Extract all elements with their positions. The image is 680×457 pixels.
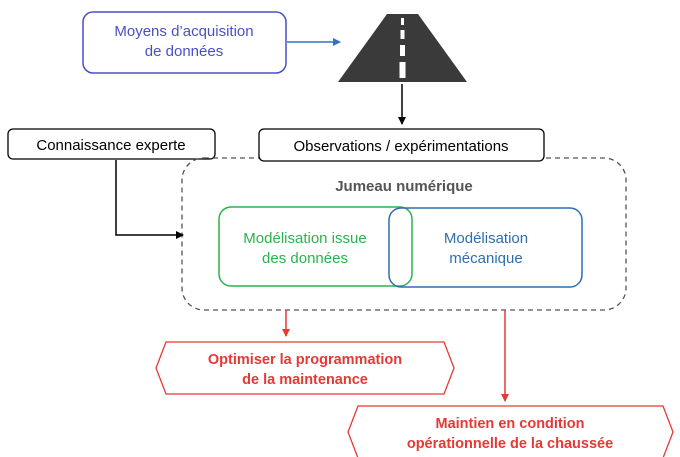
arrow-expert-to-twin <box>115 160 184 239</box>
observations-label: Observations / expérimentations <box>293 138 508 155</box>
maintain-condition-box: Maintien en condition opérationnelle de … <box>347 405 674 457</box>
maintain-label-line1: Maintien en condition <box>435 416 584 432</box>
acquisition-label-line2: de données <box>145 43 223 60</box>
mechanical-modeling-label-line2: mécanique <box>449 250 522 267</box>
maintain-label-line2: opérationnelle de la chaussée <box>407 436 613 452</box>
expert-knowledge-box: Connaissance experte <box>7 128 216 160</box>
digital-twin-title: Jumeau numérique <box>335 178 473 195</box>
optimize-label-line2: de la maintenance <box>242 372 368 388</box>
acquisition-box: Moyens d’acquisition de données <box>82 11 287 74</box>
data-modeling-box: Modélisation issue des données <box>218 206 413 287</box>
acquisition-label-line1: Moyens d’acquisition <box>114 23 253 40</box>
optimize-maintenance-box: Optimiser la programmation de la mainten… <box>155 341 455 395</box>
road-icon <box>338 14 467 82</box>
mechanical-modeling-box: Modélisation mécanique <box>388 207 583 288</box>
observations-box: Observations / expérimentations <box>258 128 545 162</box>
data-modeling-label-line2: des données <box>262 250 348 267</box>
expert-knowledge-label: Connaissance experte <box>36 137 185 154</box>
data-modeling-label-line1: Modélisation issue <box>243 230 366 247</box>
optimize-label-line1: Optimiser la programmation <box>208 352 402 368</box>
mechanical-modeling-label-line1: Modélisation <box>444 230 528 247</box>
